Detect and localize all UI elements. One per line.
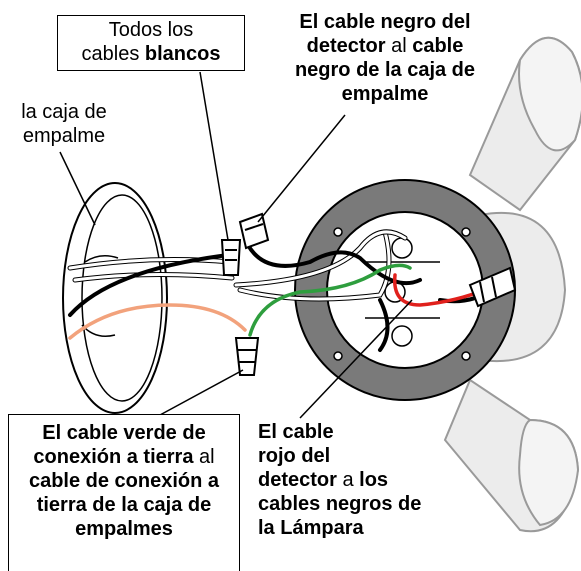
label-white-cables-line1: Todos los [108,19,194,41]
red-wire [392,273,492,307]
label-red-cable-line3n: a [336,469,360,491]
label-black-cable-line2n: al [385,35,413,57]
label-black-cable-line4: empalme [341,83,429,105]
label-red-cable-line1: El cable [258,421,334,443]
label-red-cable-line4: cables negros de [258,493,422,515]
mounting-plate [294,179,516,401]
leader-junction-box [59,151,96,226]
label-black-cable-line3: negro de la caja de [294,59,476,81]
label-junction-box-line1: la caja de [21,101,107,123]
label-red-cable-line3b2: los [359,469,389,491]
label-black-cable: El cable negro del detector al cable neg… [265,10,505,106]
upper-lamp-rim [518,36,581,152]
plate-screw-holes [333,227,471,361]
label-red-cable-line2: rojo del [258,445,331,467]
leader-black-cable [257,114,346,223]
label-green-cable-line2b: conexión a tierra [33,446,194,468]
label-black-cable-line2b: cable [412,35,464,57]
label-green-cable-line2n: al [193,446,215,468]
leader-white-cables [199,71,229,241]
label-white-cables: Todos los cables blancos [57,15,245,71]
junction-box [62,182,168,414]
label-green-cable-line5: empalmes [75,518,173,540]
wire-nut-upper-right [238,212,270,250]
label-red-cable: El cable rojo del detector a los cables … [258,420,468,540]
wire-nut-ground [234,337,260,376]
wire-nut-upper [220,239,242,276]
lower-lamp-rim [518,418,580,527]
label-junction-box: la caja de empalme [8,100,120,148]
leader-lines [59,71,413,419]
label-green-cable-line3: cable de conexión a [28,470,220,492]
green-wire [248,263,412,337]
copper-wire [68,303,247,340]
leader-red-cable [299,299,413,419]
wires [67,229,492,352]
label-red-cable-line5: la Lámpara [258,517,364,539]
label-junction-box-line2: empalme [22,125,106,147]
wire-nut-detector [468,266,517,308]
label-green-cable-line1: El cable verde de [42,422,206,444]
label-white-cables-bold: blancos [144,43,221,65]
label-green-cable: El cable verde de conexión a tierra al c… [8,414,240,571]
label-black-cable-line1: El cable negro del [299,11,471,33]
label-white-cables-line2: cables [81,43,145,65]
label-green-cable-line4: tierra de la caja de [36,494,212,516]
junction-box-inner [81,194,163,402]
junction-box-rim [62,182,168,414]
leader-green-cable [159,369,244,416]
label-black-cable-line2a: detector [306,35,386,57]
black-wire-junction [68,253,230,317]
label-red-cable-line3b: detector [258,469,337,491]
wire-nuts [220,212,517,376]
